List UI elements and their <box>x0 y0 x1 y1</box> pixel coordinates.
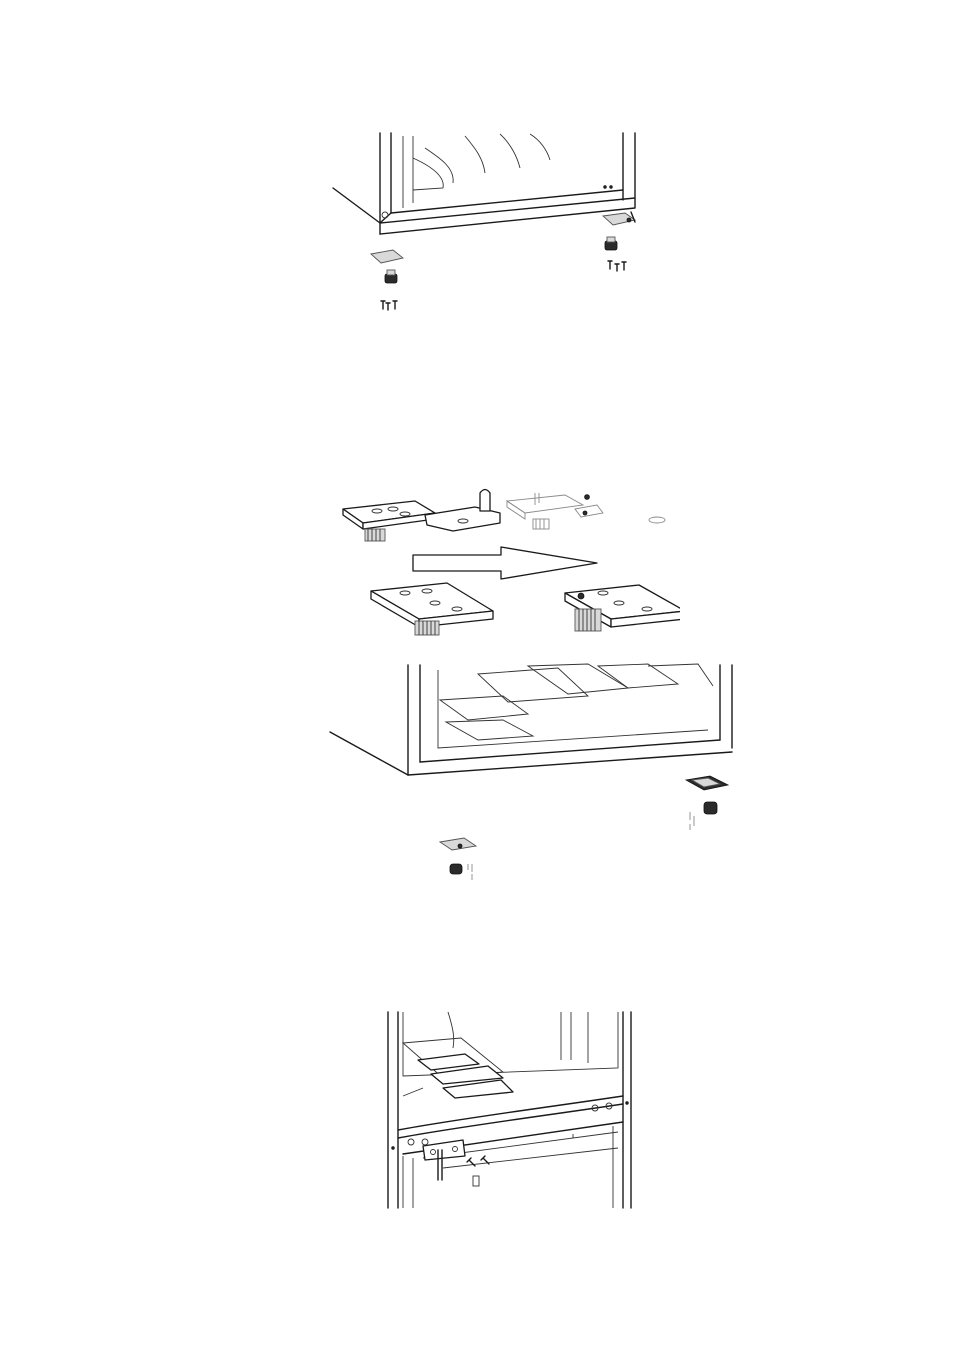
hinge-pin-icon <box>473 1176 479 1186</box>
hinge-plate-assembled-icon <box>343 490 500 542</box>
figure-middle-hinge <box>383 1008 638 1213</box>
cabinet-interior-illustration <box>388 1012 631 1208</box>
hinge-plate-with-pin-icon <box>603 212 635 225</box>
figure-reinstall-feet <box>328 660 738 885</box>
figure-remove-feet <box>325 128 655 318</box>
screw-icon <box>690 812 694 830</box>
hinge-plate-icon <box>686 776 728 790</box>
arrow-right-icon <box>413 547 597 579</box>
adjustable-foot-icon <box>450 864 462 874</box>
screw-icon <box>468 864 472 880</box>
cabinet-bottom-illustration <box>333 133 635 234</box>
hinge-plate-icon <box>371 250 403 263</box>
screw-icon <box>608 261 626 271</box>
cabinet-bottom-illustration <box>330 664 732 775</box>
figure-swap-hinge-plate <box>335 483 680 643</box>
hinge-plate-with-pin-icon <box>440 838 476 850</box>
hinge-plate-exploded-icon <box>507 493 665 529</box>
middle-hinge-icon <box>423 1140 465 1180</box>
screw-icon <box>381 301 397 310</box>
adjustable-foot-icon <box>704 802 717 814</box>
hinge-plate-plain-icon <box>371 583 493 635</box>
hinge-plate-swapped-icon <box>565 585 680 631</box>
adjustable-foot-icon <box>385 270 397 283</box>
adjustable-foot-icon <box>605 237 617 250</box>
